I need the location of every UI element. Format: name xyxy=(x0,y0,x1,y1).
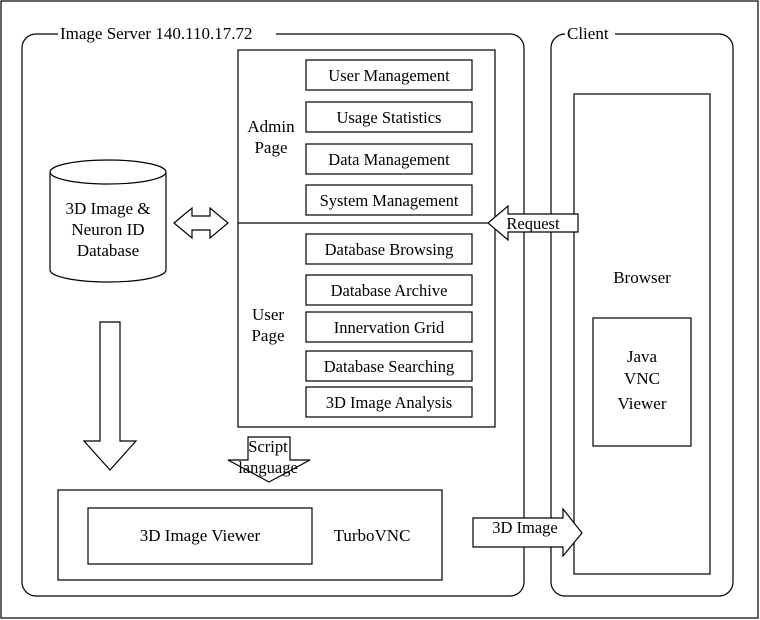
user-item-innervation-grid[interactable] xyxy=(305,311,473,343)
script-language-arrow xyxy=(227,436,311,483)
user-item-database-archive[interactable] xyxy=(305,274,473,306)
admin-item-system-management[interactable] xyxy=(305,184,473,216)
java-vnc-label-line2: VNC xyxy=(624,369,660,388)
database-cylinder xyxy=(49,159,167,283)
user-item-3d-image-analysis[interactable] xyxy=(305,386,473,418)
3d-image-arrow xyxy=(472,507,583,558)
script-language-line2: language xyxy=(238,458,298,477)
user-item-label: Database Browsing xyxy=(325,240,454,259)
user-item-label: Innervation Grid xyxy=(334,318,445,337)
client-title: Client xyxy=(567,24,609,43)
java-vnc-viewer-box[interactable] xyxy=(592,317,692,447)
admin-item-label: System Management xyxy=(320,191,459,210)
user-item-database-browsing[interactable] xyxy=(305,233,473,265)
image-server-title: Image Server 140.110.17.72 xyxy=(60,24,252,43)
database-label-line3: Database xyxy=(77,241,139,260)
client-title-bg xyxy=(565,24,615,44)
user-page-label-line2: Page xyxy=(251,326,284,345)
user-item-label: Database Archive xyxy=(331,281,448,300)
3d-image-viewer-label: 3D Image Viewer xyxy=(140,526,261,545)
user-item-database-searching[interactable] xyxy=(305,350,473,382)
admin-item-user-management[interactable] xyxy=(305,59,473,91)
java-vnc-label-line3: Viewer xyxy=(617,394,666,413)
image-server-title-bg xyxy=(58,24,276,44)
admin-page-label-line1: Admin xyxy=(247,117,295,136)
user-page-label-line1: User xyxy=(252,305,284,324)
db-web-double-arrow xyxy=(173,206,229,240)
admin-item-usage-statistics[interactable] xyxy=(305,101,473,133)
request-arrow-label: Request xyxy=(506,214,560,233)
admin-page-label-line2: Page xyxy=(254,138,287,157)
browser-label: Browser xyxy=(613,268,671,287)
db-to-viewer-arrow xyxy=(82,321,138,471)
user-item-label: 3D Image Analysis xyxy=(326,393,452,412)
3d-image-arrow-label: 3D Image xyxy=(492,518,558,537)
request-arrow xyxy=(487,204,579,242)
database-label-line2: Neuron ID xyxy=(71,220,144,239)
database-label-line1: 3D Image & xyxy=(66,199,151,218)
admin-item-label: User Management xyxy=(328,66,450,85)
user-item-label: Database Searching xyxy=(324,357,455,376)
admin-item-label: Usage Statistics xyxy=(337,108,442,127)
admin-item-label: Data Management xyxy=(328,150,450,169)
admin-item-data-management[interactable] xyxy=(305,143,473,175)
script-language-line1: Script xyxy=(248,437,288,456)
3d-image-viewer-box[interactable] xyxy=(87,507,313,565)
java-vnc-label-line1: Java xyxy=(627,347,658,366)
client-group xyxy=(550,33,734,597)
turbovnc-label: TurboVNC xyxy=(334,526,411,545)
